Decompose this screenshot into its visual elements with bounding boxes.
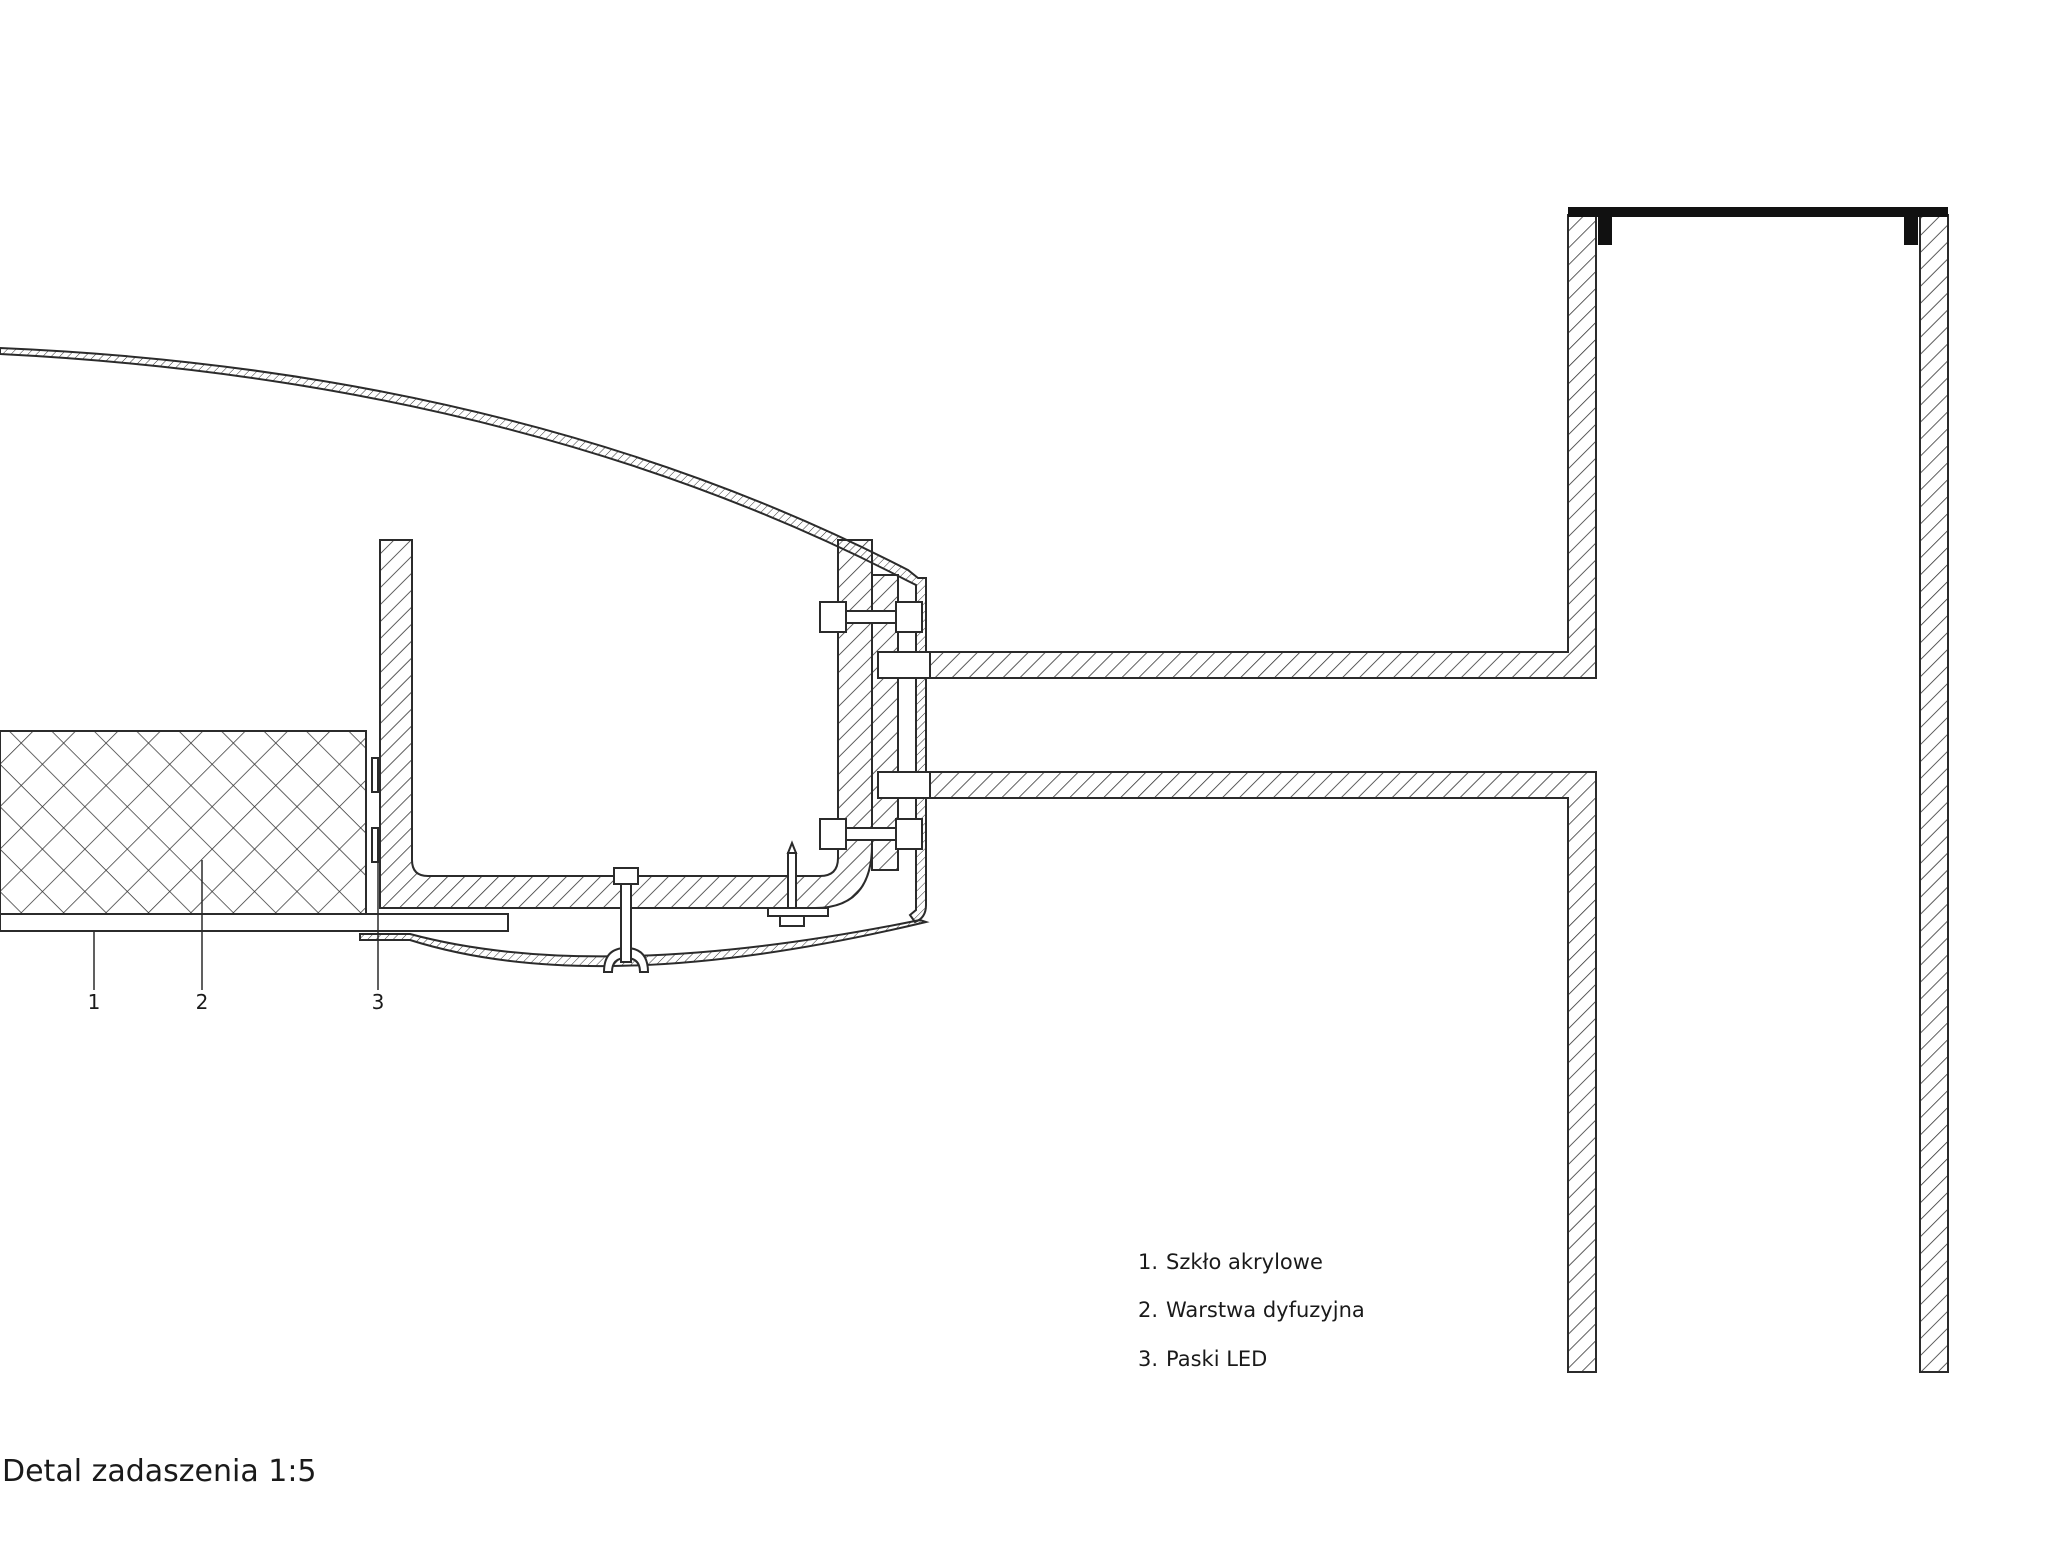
legend-number: 2. [1138,1298,1159,1322]
legend-number: 1. [1138,1250,1159,1274]
led-strip [371,757,379,793]
post-cap [1568,207,1948,217]
callout-2: 2 [195,990,209,1014]
drawing-caption: Detal zadaszenia 1:5 [2,1454,317,1489]
legend-label: Paski LED [1166,1347,1268,1371]
diffuser-layer [0,730,367,915]
legend-label: Szkło akrylowe [1166,1250,1323,1274]
callout-3: 3 [371,990,385,1014]
legend-number: 3. [1138,1347,1159,1371]
upper-shell [0,346,927,924]
legend-label: Warstwa dyfuzyjna [1166,1298,1365,1322]
lower-arm [877,771,1597,1373]
screw-pin [787,852,797,911]
mounting-plate [871,574,899,871]
cover-clip [602,946,650,973]
legend-item-1: 1. Szkło akrylowe [1138,1250,1323,1274]
callout-1: 1 [87,990,101,1014]
legend-item-3: 3. Paski LED [1138,1347,1267,1371]
led-strip [371,827,379,863]
acrylic-sheet [0,913,509,932]
channel-profile [379,539,873,909]
right-post [1919,214,1949,1373]
legend-item-2: 2. Warstwa dyfuzyjna [1138,1298,1365,1322]
lower-cover [359,918,930,968]
upper-arm [877,214,1597,679]
